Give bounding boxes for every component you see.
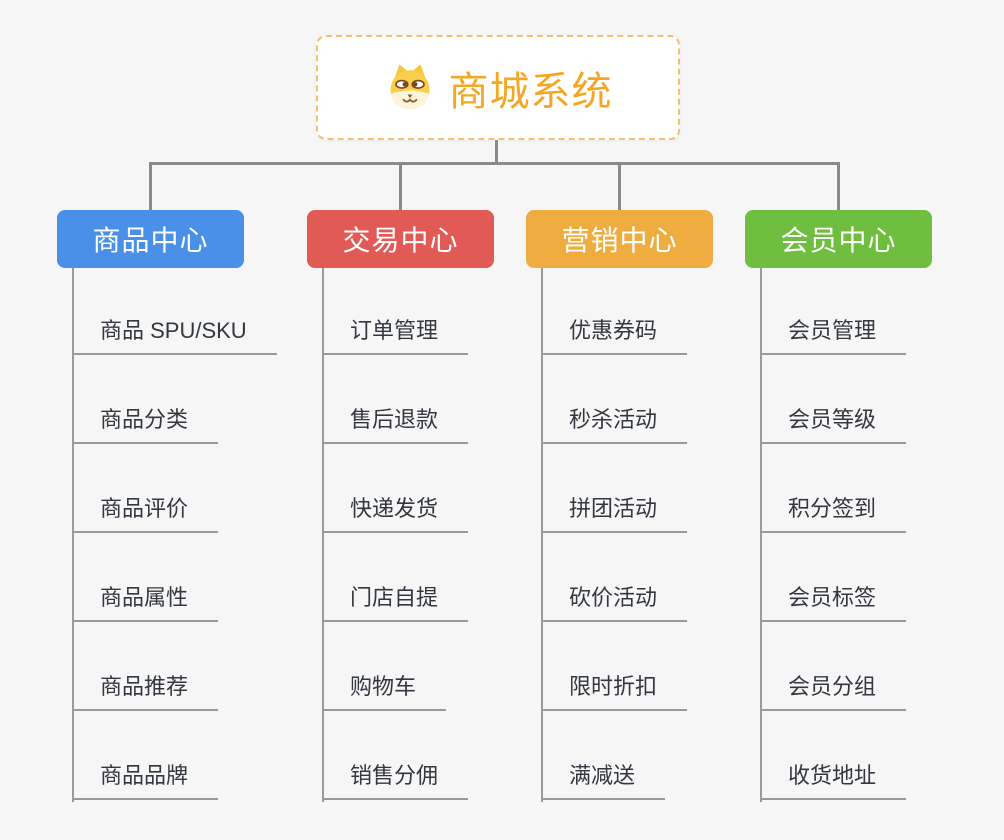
connector-drop-member [837,162,840,211]
connector-drop-marketing [618,162,621,211]
connector-drop-trade [399,162,402,211]
connector-root-stem [495,140,498,163]
leaf-item-member-center-1[interactable]: 会员等级 [760,406,907,444]
leaf-item-product-center-2[interactable]: 商品评价 [72,495,219,533]
branch-node-marketing-center[interactable]: 营销中心 [526,210,713,268]
leaf-item-trade-center-4[interactable]: 购物车 [322,673,447,711]
leaf-item-member-center-5[interactable]: 收货地址 [760,762,907,800]
branch-node-member-center[interactable]: 会员中心 [745,210,932,268]
branch-node-trade-center[interactable]: 交易中心 [307,210,494,268]
leaf-item-trade-center-3[interactable]: 门店自提 [322,584,469,622]
leaf-item-trade-center-1[interactable]: 售后退款 [322,406,469,444]
leaf-item-product-center-4[interactable]: 商品推荐 [72,673,219,711]
branch-vline-product-center [72,268,74,802]
branch-vline-member-center [760,268,762,802]
leaf-item-member-center-3[interactable]: 会员标签 [760,584,907,622]
leaf-item-marketing-center-1[interactable]: 秒杀活动 [541,406,688,444]
dog-icon [384,62,436,114]
leaf-item-member-center-0[interactable]: 会员管理 [760,317,907,355]
branch-vline-marketing-center [541,268,543,802]
leaf-item-product-center-1[interactable]: 商品分类 [72,406,219,444]
branch-node-product-center[interactable]: 商品中心 [57,210,244,268]
root-node-label: 商城系统 [448,69,613,114]
leaf-item-marketing-center-4[interactable]: 限时折扣 [541,673,688,711]
leaf-item-trade-center-5[interactable]: 销售分佣 [322,762,469,800]
branch-vline-trade-center [322,268,324,802]
leaf-item-trade-center-0[interactable]: 订单管理 [322,317,469,355]
connector-drop-product [149,162,152,211]
leaf-item-member-center-4[interactable]: 会员分组 [760,673,907,711]
leaf-item-marketing-center-2[interactable]: 拼团活动 [541,495,688,533]
leaf-item-marketing-center-0[interactable]: 优惠券码 [541,317,688,355]
leaf-item-trade-center-2[interactable]: 快递发货 [322,495,469,533]
leaf-item-member-center-2[interactable]: 积分签到 [760,495,907,533]
leaf-item-marketing-center-5[interactable]: 满减送 [541,762,666,800]
root-node-mall-system[interactable]: 商城系统 [316,35,680,140]
connector-horizontal-bar [149,162,840,165]
leaf-item-marketing-center-3[interactable]: 砍价活动 [541,584,688,622]
leaf-item-product-center-0[interactable]: 商品 SPU/SKU [72,317,277,355]
leaf-item-product-center-5[interactable]: 商品品牌 [72,762,219,800]
leaf-item-product-center-3[interactable]: 商品属性 [72,584,219,622]
